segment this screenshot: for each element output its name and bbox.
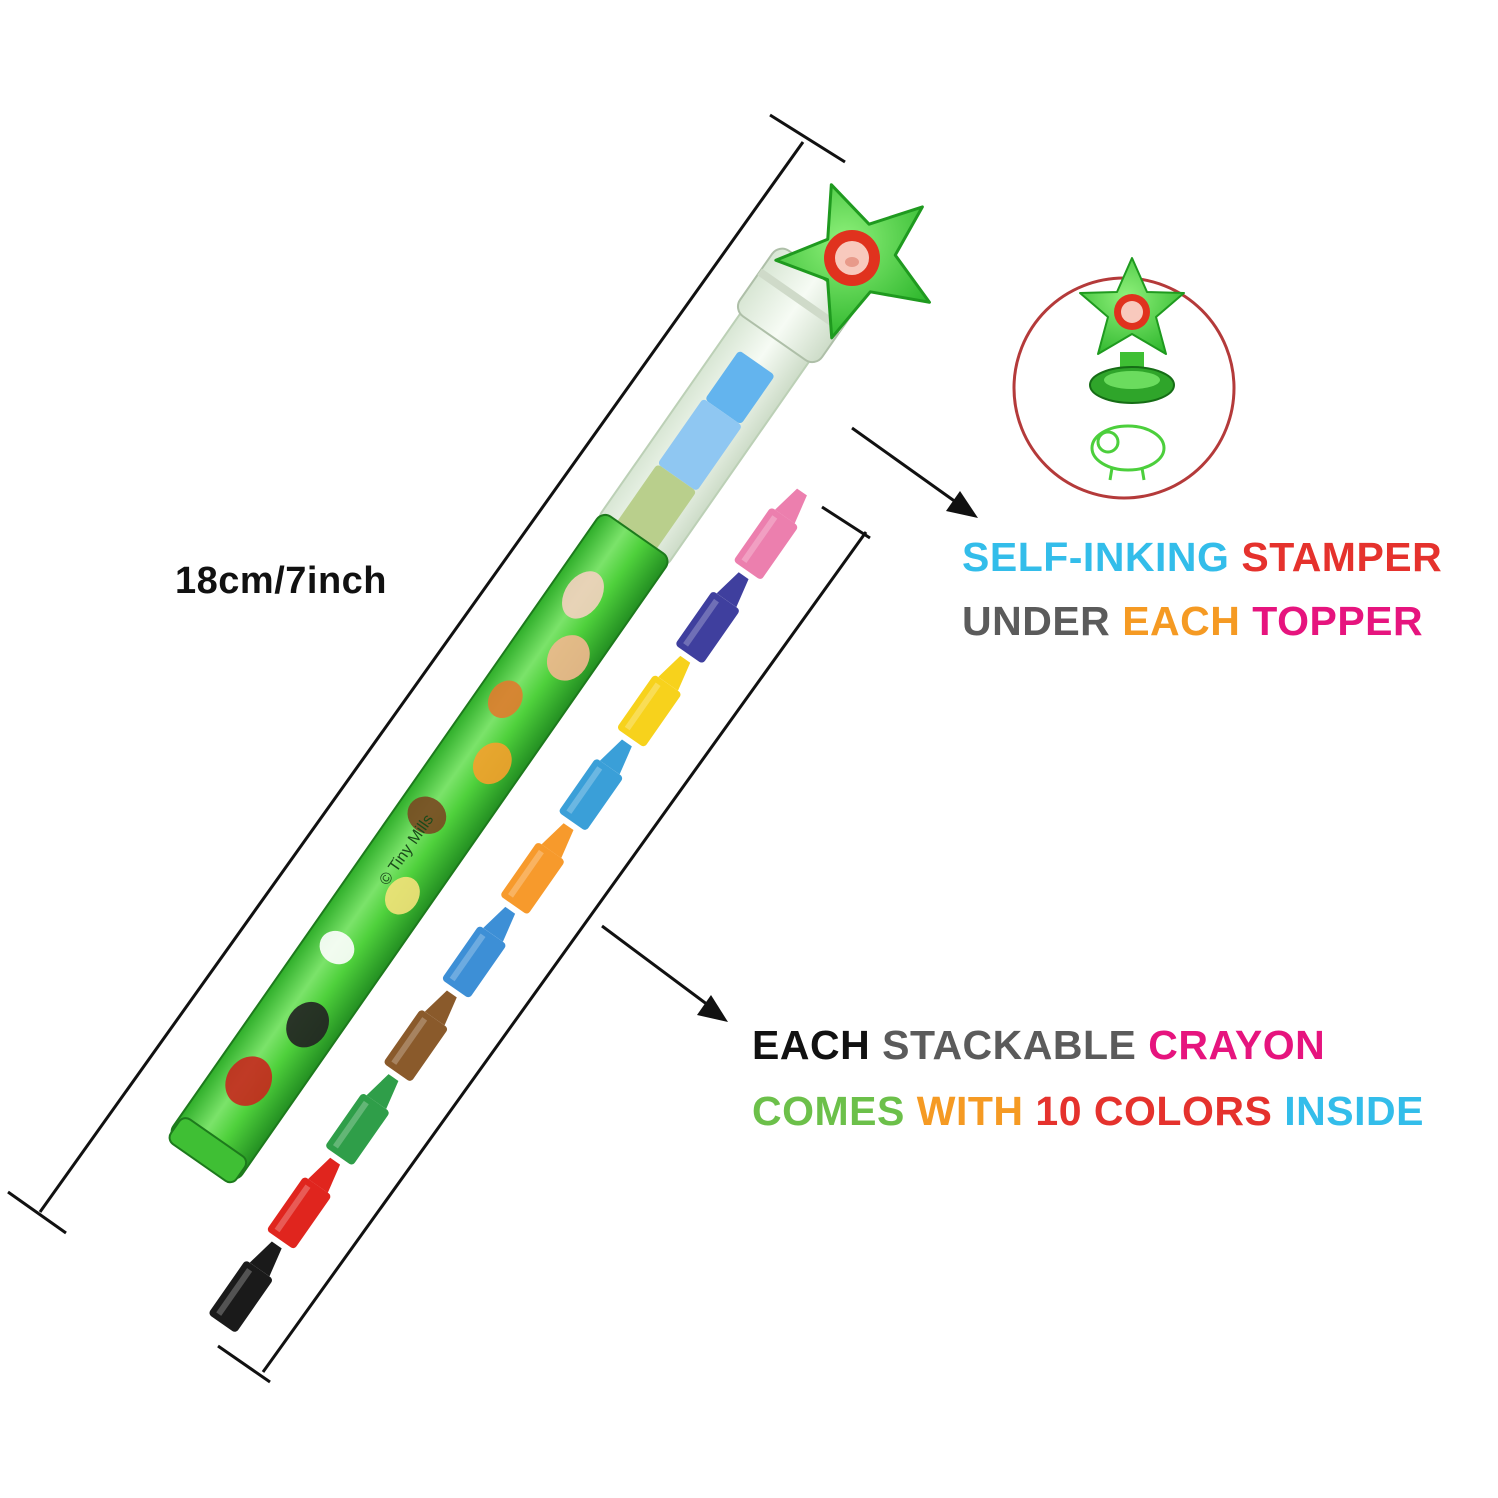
caption-word: STACKABLE bbox=[882, 1022, 1137, 1068]
crayon-bracket-line bbox=[217, 505, 871, 1384]
stamper-caption-line-2: UNDER EACH TOPPER bbox=[962, 596, 1442, 646]
crayon-segment-body bbox=[267, 1177, 331, 1249]
crayon-segment bbox=[617, 655, 691, 747]
stamper-caption: SELF-INKING STAMPER UNDER EACH TOPPER bbox=[962, 532, 1442, 646]
crayon-pointer-arrow bbox=[601, 924, 728, 1022]
crayon-segment-tip bbox=[249, 1241, 282, 1277]
caption-word: EACH bbox=[752, 1022, 871, 1068]
crayon-segment-body bbox=[384, 1010, 448, 1081]
crayon-segment-shine bbox=[683, 598, 719, 647]
crayon-segment-body bbox=[501, 843, 564, 914]
crayon-segment-shine bbox=[741, 515, 778, 563]
crayon-segment-tip bbox=[599, 739, 632, 775]
stamper-pointer-arrow bbox=[851, 426, 978, 518]
crayon-segment-body bbox=[676, 592, 739, 663]
crayon-caption: EACH STACKABLE CRAYON COMES WITH 10 COLO… bbox=[752, 1020, 1424, 1136]
length-label: 18cm/7inch bbox=[175, 560, 387, 602]
crayon-caption-line-1: EACH STACKABLE CRAYON bbox=[752, 1020, 1424, 1070]
crayon-segment-shine bbox=[332, 1100, 369, 1149]
crayon-segment-tip bbox=[541, 823, 574, 859]
pig-stamp-imprint-icon bbox=[1090, 424, 1166, 481]
caption-word: CRAYON bbox=[1148, 1022, 1326, 1068]
crayon-segment-tip bbox=[658, 655, 691, 691]
crayon-segment-tip bbox=[483, 906, 516, 942]
crayon-segment-shine bbox=[508, 849, 544, 898]
crayon-segment bbox=[384, 990, 457, 1081]
crayon-segment bbox=[676, 572, 749, 663]
crayon-segment-tip bbox=[716, 572, 749, 608]
caption-word: TOPPER bbox=[1252, 598, 1424, 644]
crayon-segment-shine bbox=[216, 1268, 253, 1316]
caption-word: INSIDE bbox=[1284, 1088, 1424, 1134]
length-dimension-line bbox=[7, 113, 846, 1235]
crayon-segment-shine bbox=[624, 682, 661, 731]
caption-word: EACH bbox=[1122, 598, 1241, 644]
farm-animal-print bbox=[225, 571, 604, 1106]
crayon-segment bbox=[209, 1241, 282, 1332]
caption-word: WITH bbox=[916, 1088, 1024, 1134]
crayon-segment-body bbox=[442, 926, 506, 998]
crayon-segment bbox=[734, 488, 807, 579]
crayon-segment-shine bbox=[566, 766, 603, 814]
caption-word: UNDER bbox=[962, 598, 1111, 644]
crayon-segment-tip bbox=[308, 1157, 341, 1193]
crayon-caption-line-2: COMES WITH 10 COLORS INSIDE bbox=[752, 1086, 1424, 1136]
caption-word: COMES bbox=[752, 1088, 905, 1134]
crayon-segment-stack bbox=[209, 488, 807, 1332]
crayon-segment-body bbox=[559, 759, 623, 830]
crayon-segment bbox=[442, 906, 516, 998]
star-stamper-topper bbox=[774, 183, 931, 340]
crayon-segment-tip bbox=[424, 990, 457, 1026]
crayon-segment-body bbox=[209, 1261, 272, 1332]
crayon-segment-tip bbox=[366, 1074, 399, 1110]
crayon-segment-body bbox=[617, 675, 681, 747]
stamper-caption-line-1: SELF-INKING STAMPER bbox=[962, 532, 1442, 582]
crayon-segment bbox=[559, 739, 632, 830]
caption-word: SELF-INKING bbox=[962, 534, 1230, 580]
crayon-segment bbox=[326, 1074, 399, 1165]
crayon-segment-shine bbox=[391, 1017, 428, 1065]
stamper-detail-circle bbox=[1012, 257, 1236, 500]
crayon-segment bbox=[267, 1157, 341, 1249]
crayon-segment-shine bbox=[449, 933, 486, 982]
crayon-segment-body bbox=[734, 508, 798, 579]
crayon-segment-shine bbox=[274, 1184, 311, 1233]
crayon-segment bbox=[501, 823, 574, 914]
crayon-segment-body bbox=[326, 1094, 389, 1165]
caption-word: 10 COLORS bbox=[1035, 1088, 1273, 1134]
caption-word: STAMPER bbox=[1241, 534, 1443, 580]
crayon-segment-tip bbox=[774, 488, 807, 524]
